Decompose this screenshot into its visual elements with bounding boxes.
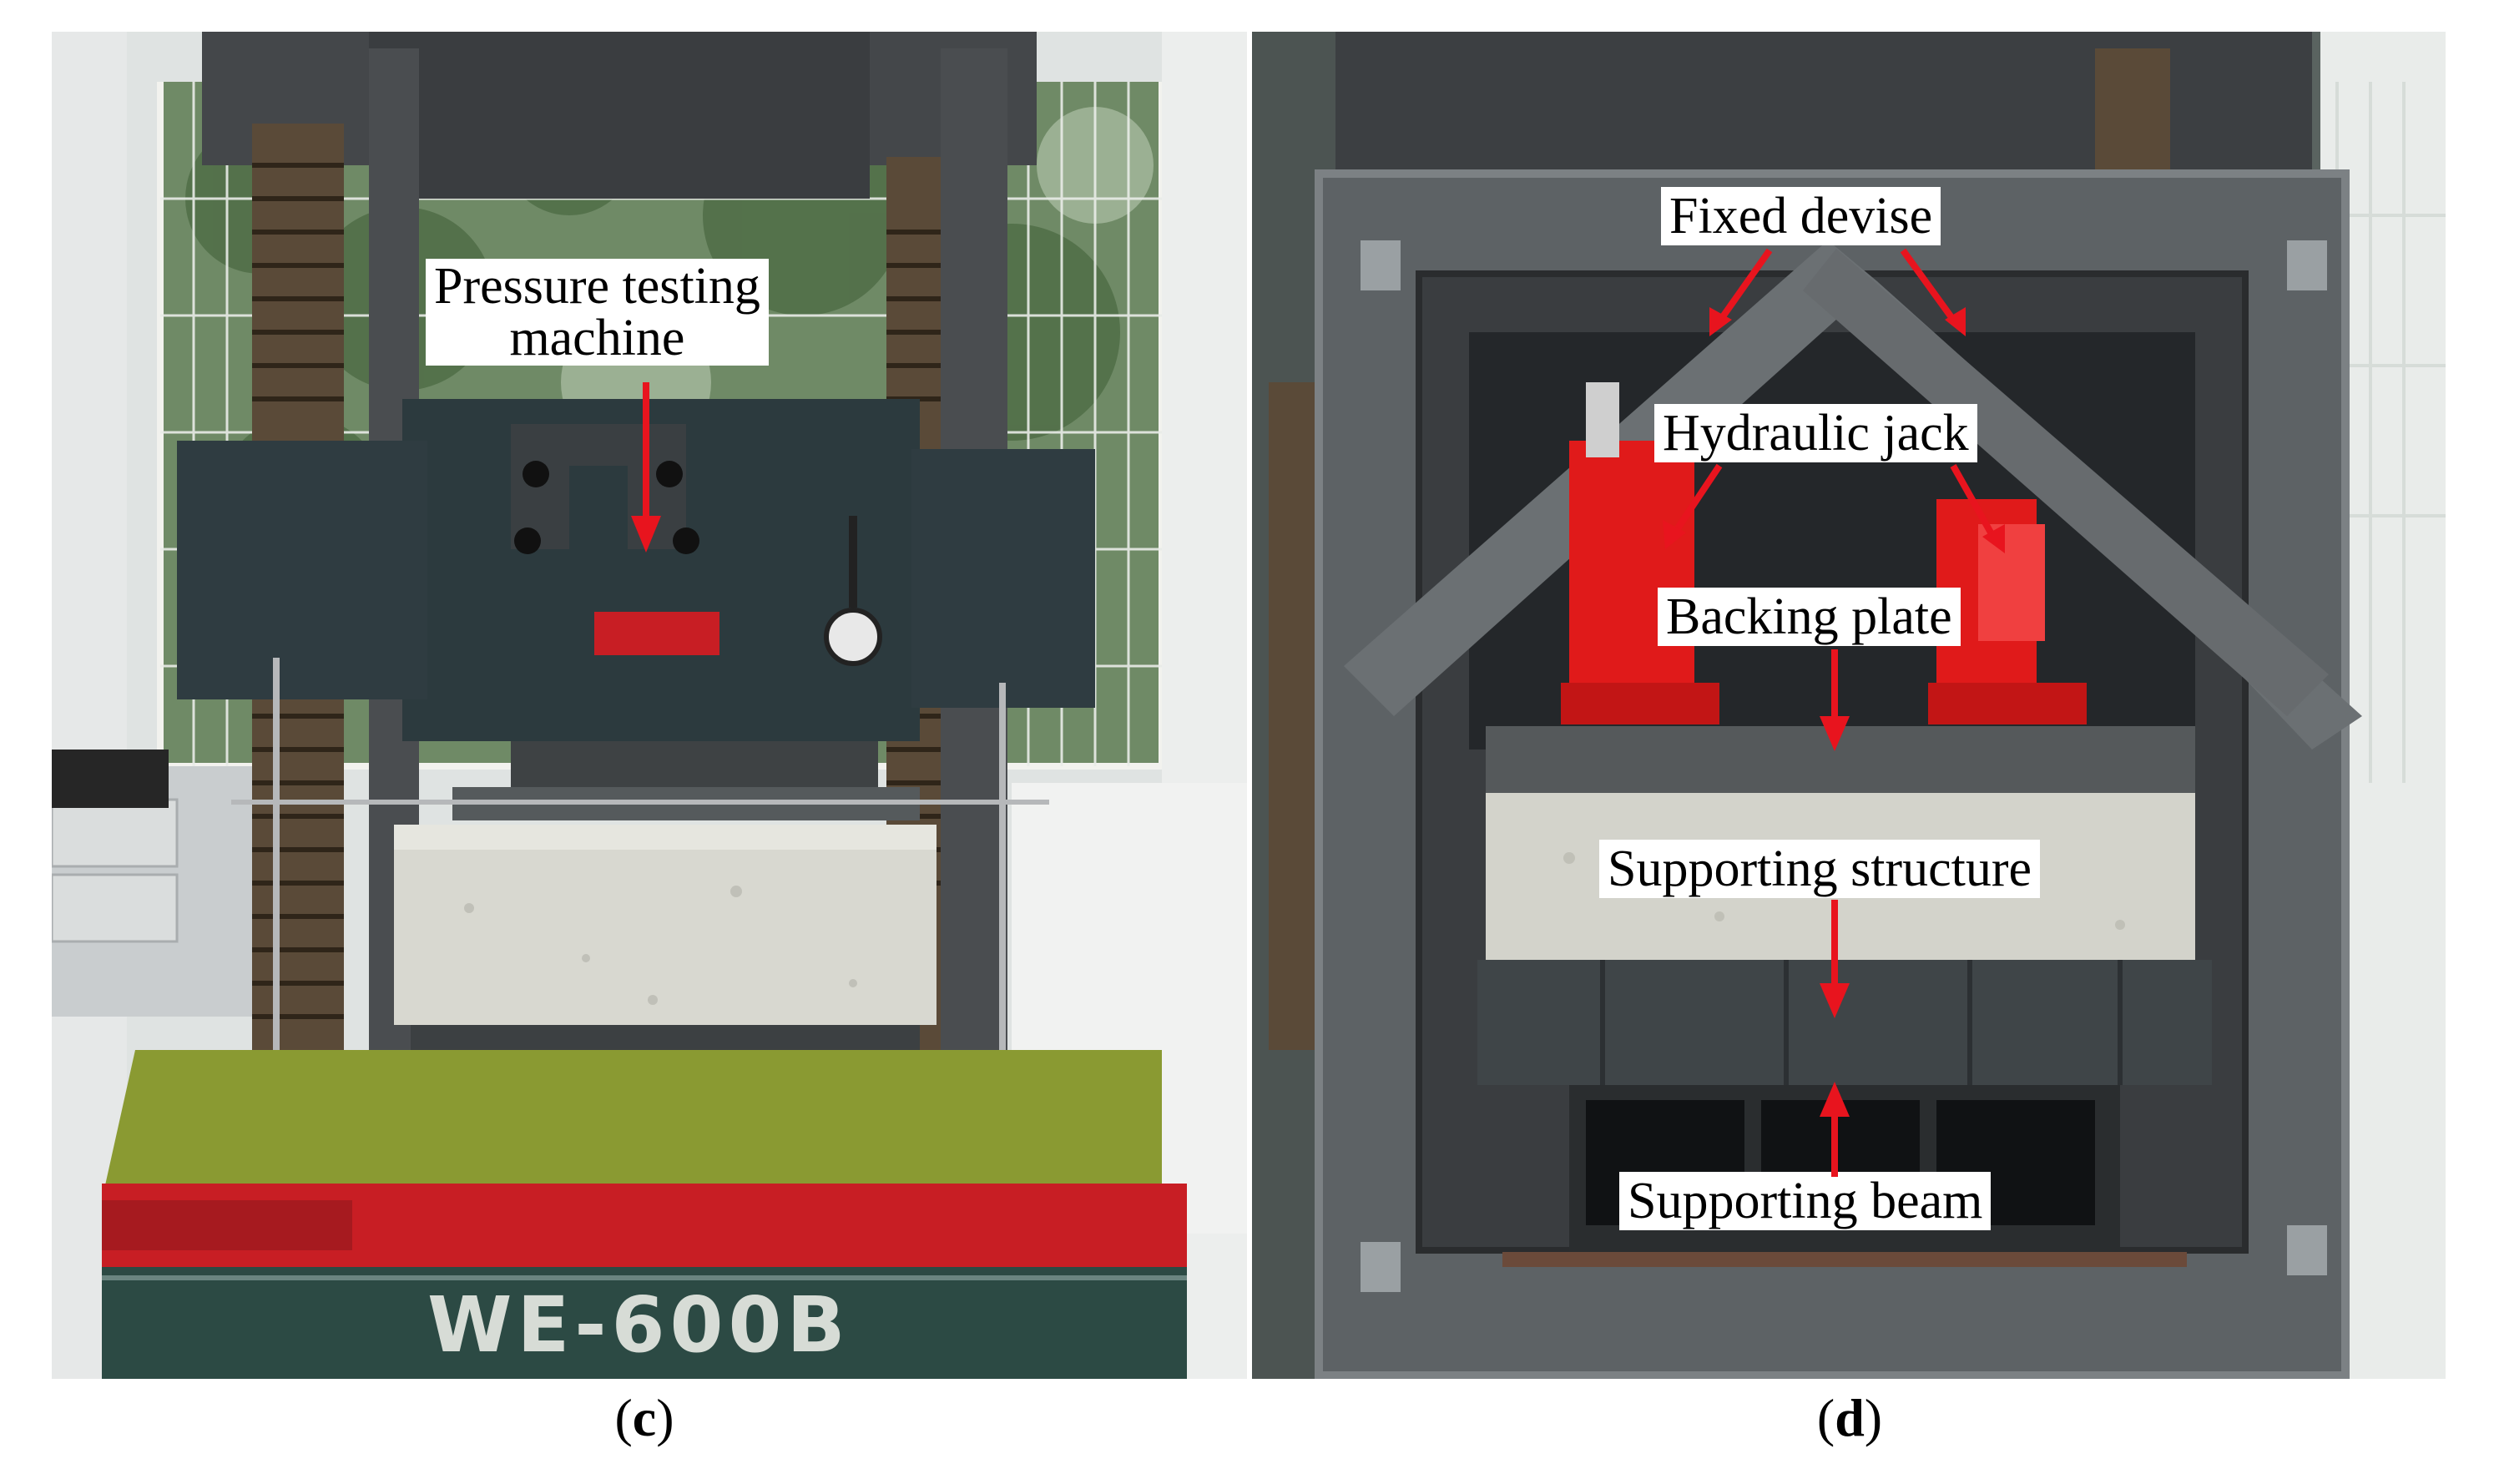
label-pressure-line2: machine: [509, 310, 685, 366]
arrow-jack-right: [1982, 524, 2005, 553]
label-backing-plate: Backing plate: [1658, 588, 1961, 646]
caption-d: (d): [1800, 1387, 1900, 1449]
label-fixed-devise: Fixed devise: [1661, 187, 1941, 245]
label-supporting-structure: Supporting structure: [1599, 840, 2040, 898]
caption-c-letter: c: [632, 1388, 657, 1447]
arrow-pressure-machine: [631, 516, 661, 553]
photo-panel-d: Fixed devise Hydraulic jack Backing plat…: [1252, 32, 2446, 1379]
caption-c-close: ): [656, 1388, 674, 1447]
machine-brand-text: WE-600B: [427, 1280, 851, 1370]
caption-d-letter: d: [1835, 1388, 1865, 1447]
label-pressure-testing-machine: Pressure testing machine: [426, 259, 769, 366]
caption-d-open: (: [1816, 1388, 1835, 1447]
panel-c-arrows: [631, 382, 661, 553]
arrow-backing-plate: [1820, 716, 1850, 751]
caption-d-close: ): [1864, 1388, 1883, 1447]
arrow-fixed-right: [1945, 307, 1966, 336]
panel-d-photo-illustration: [1252, 32, 2446, 1379]
arrow-fixed-left: [1709, 307, 1732, 336]
caption-c-open: (: [614, 1388, 633, 1447]
caption-c: (c): [594, 1387, 694, 1449]
label-hydraulic-jack: Hydraulic jack: [1654, 404, 1977, 462]
panel-d-arrows: [1663, 248, 2005, 1177]
arrow-supporting-beam: [1820, 1082, 1850, 1117]
arrow-supporting-structure: [1820, 983, 1850, 1018]
label-pressure-line1: Pressure testing: [434, 258, 760, 315]
panel-c-photo-illustration: [52, 32, 1247, 1379]
label-supporting-beam: Supporting beam: [1619, 1172, 1992, 1230]
arrow-jack-left: [1663, 520, 1686, 549]
photo-panel-c: WE-600B Pressure testing machine: [52, 32, 1247, 1379]
